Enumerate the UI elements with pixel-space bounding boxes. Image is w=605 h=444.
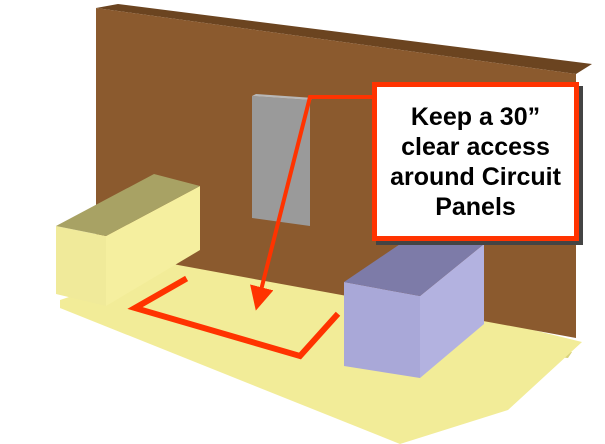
callout-line-4: Panels bbox=[435, 192, 516, 221]
callout-line-1: Keep a 30” bbox=[410, 102, 541, 131]
circuit-panel-edge bbox=[252, 94, 314, 100]
right-cabinet-front bbox=[344, 282, 420, 378]
callout-line-2: clear access bbox=[401, 132, 550, 161]
floor-slab bbox=[60, 250, 582, 444]
right-cabinet-top bbox=[344, 236, 484, 296]
circuit-panel bbox=[252, 96, 310, 226]
pointer-arrow bbox=[250, 95, 374, 311]
back-wall-top bbox=[96, 4, 592, 74]
callout-line-3: around Circuit bbox=[390, 162, 561, 191]
left-cabinet-side bbox=[106, 186, 200, 306]
left-cabinet-front bbox=[56, 226, 106, 306]
right-cabinet-side bbox=[420, 244, 484, 378]
left-cabinet-top bbox=[56, 174, 200, 236]
clearance-zone-marker bbox=[127, 275, 341, 360]
clearance-callout: Keep a 30” clear access around Circuit P… bbox=[372, 82, 579, 241]
